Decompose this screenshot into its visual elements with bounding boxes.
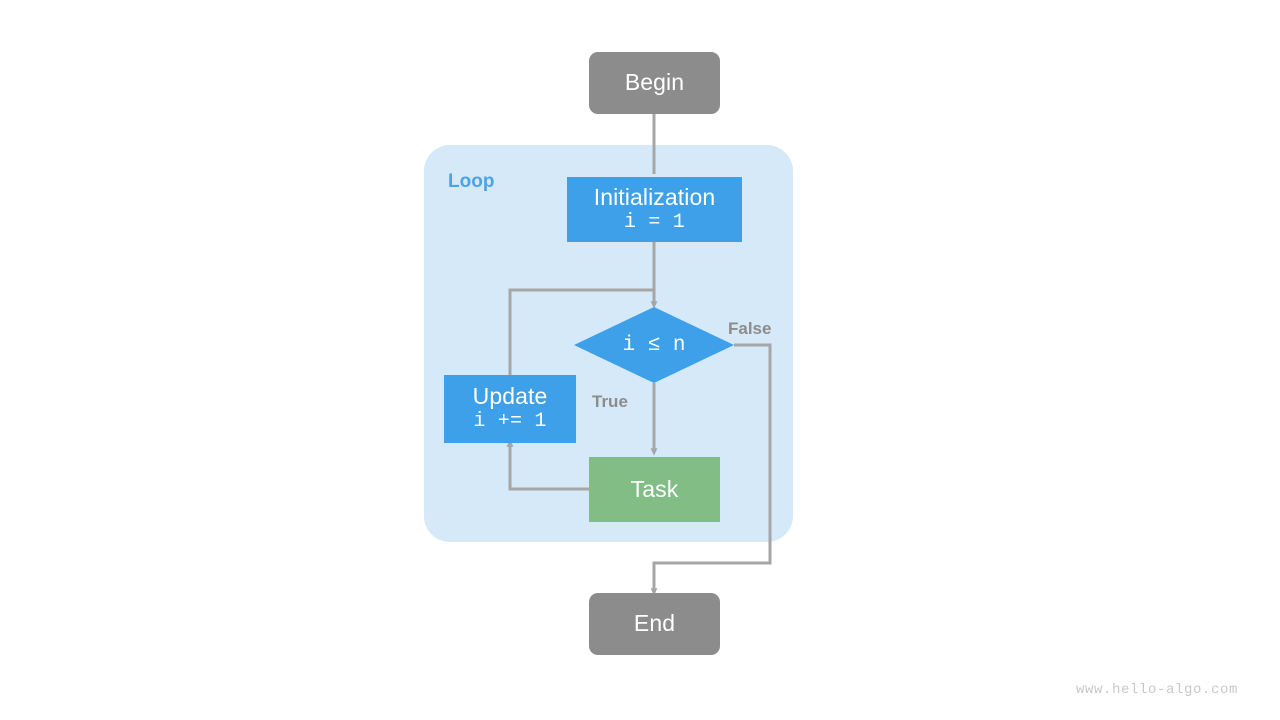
node-begin[interactable]: Begin bbox=[589, 52, 720, 114]
edge-condition-to-end-false bbox=[650, 343, 772, 596]
node-initialization[interactable]: Initialization i = 1 bbox=[567, 177, 742, 242]
edge-task-to-update bbox=[506, 439, 589, 491]
node-condition-shape bbox=[574, 307, 734, 383]
node-update-title: Update bbox=[472, 383, 548, 410]
node-initialization-code: i = 1 bbox=[623, 210, 685, 234]
node-update-code: i += 1 bbox=[473, 410, 547, 434]
edge-label-true: True bbox=[592, 392, 628, 411]
watermark: www.hello-algo.com bbox=[1075, 682, 1238, 698]
node-end-title: End bbox=[633, 610, 676, 637]
loop-group-label: Loop bbox=[448, 171, 495, 192]
edge-update-to-condition bbox=[508, 288, 656, 375]
node-end[interactable]: End bbox=[589, 593, 720, 655]
node-begin-title: Begin bbox=[624, 69, 685, 96]
edge-label-false: False bbox=[728, 319, 772, 338]
node-update[interactable]: Update i += 1 bbox=[444, 375, 576, 443]
node-task[interactable]: Task bbox=[589, 457, 720, 522]
node-initialization-title: Initialization bbox=[593, 183, 716, 210]
node-task-title: Task bbox=[630, 475, 679, 502]
